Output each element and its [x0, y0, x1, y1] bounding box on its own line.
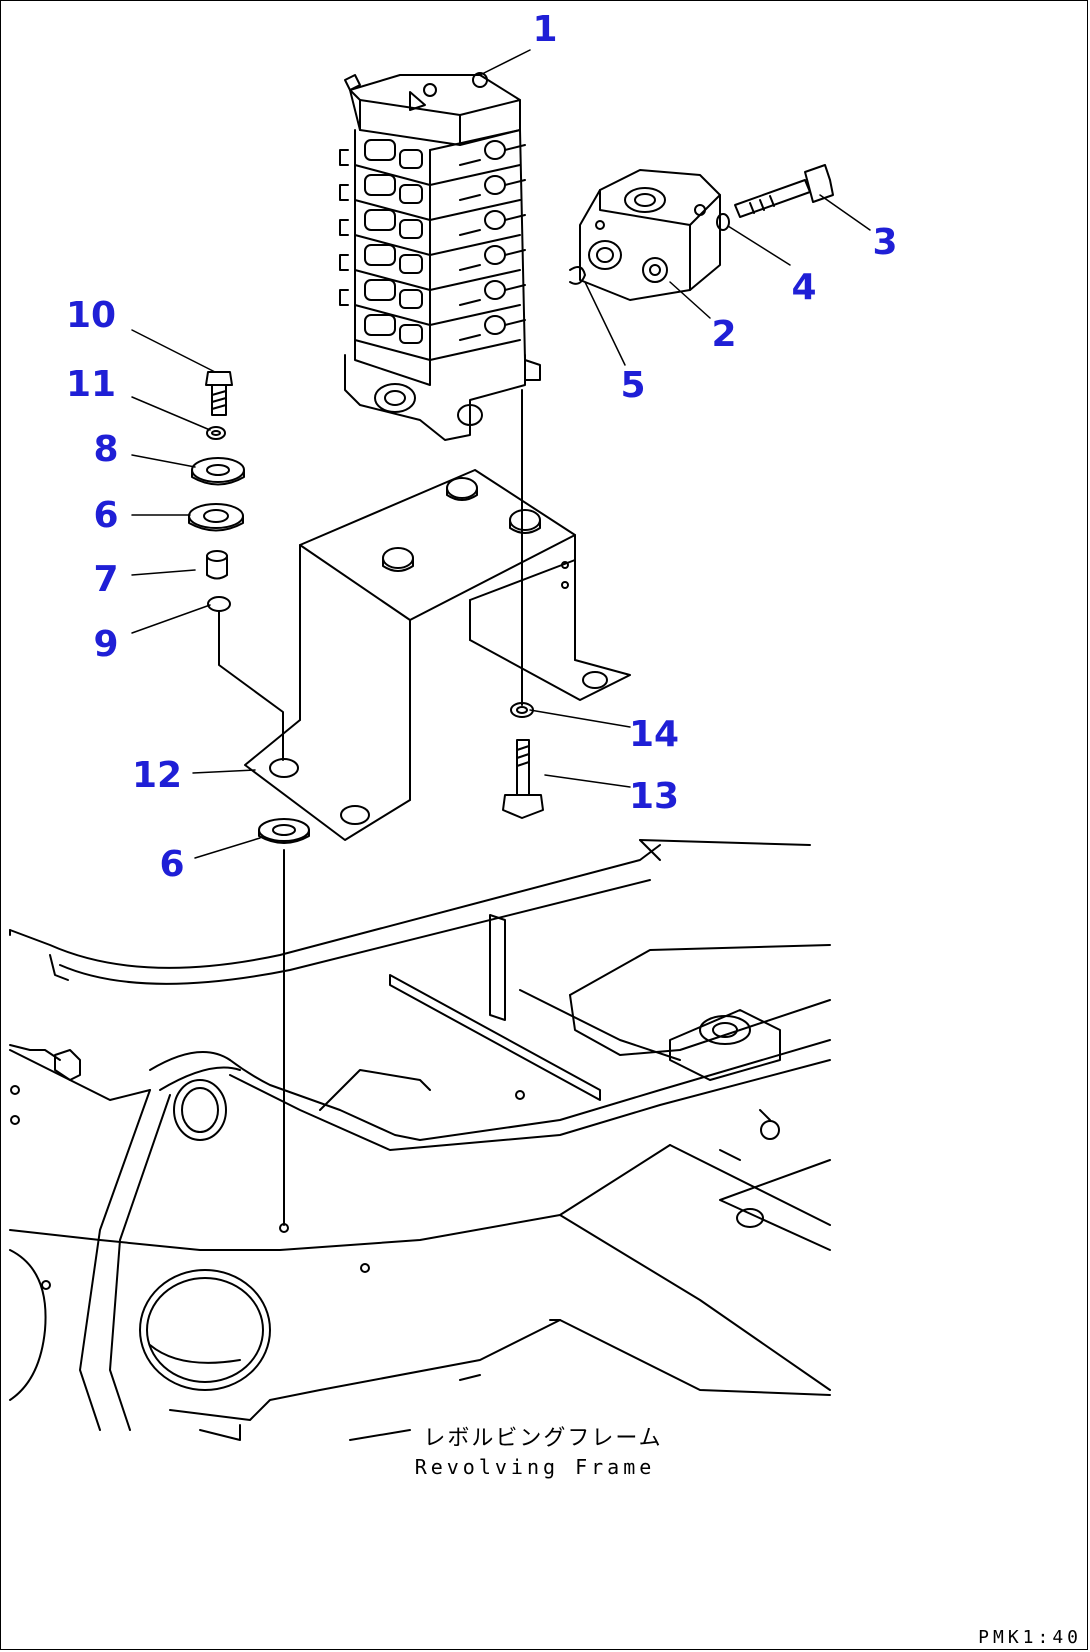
callout-9: 9	[93, 624, 119, 665]
washer-4	[716, 213, 730, 231]
callout-4: 4	[791, 267, 817, 308]
frame-caption-japanese: レボルビングフレーム	[423, 1426, 663, 1451]
callout-3: 3	[872, 222, 898, 263]
right-fasteners	[258, 389, 544, 1233]
callout-7: 7	[93, 559, 119, 600]
callout-8: 8	[93, 429, 119, 470]
callout-6-upper: 6	[93, 495, 119, 536]
fastener-stack	[188, 371, 284, 761]
control-valve	[339, 72, 541, 441]
bolt-3	[734, 164, 834, 218]
valve-block	[579, 169, 721, 301]
callout-14: 14	[628, 714, 680, 755]
revolving-frame	[9, 839, 831, 1441]
callout-6-lower: 6	[159, 844, 185, 885]
callout-5: 5	[620, 365, 646, 406]
figure-code: PMK1:40	[978, 1627, 1082, 1648]
callout-2: 2	[711, 314, 737, 355]
bracket	[244, 469, 631, 841]
o-ring-5	[569, 265, 586, 285]
callout-12: 12	[131, 755, 183, 796]
callout-1: 1	[532, 9, 558, 50]
leader-lines	[131, 49, 871, 859]
callout-10: 10	[65, 295, 117, 336]
frame-caption-english: Revolving Frame	[414, 1455, 656, 1479]
callout-11: 11	[65, 364, 117, 405]
callout-13: 13	[628, 776, 680, 817]
